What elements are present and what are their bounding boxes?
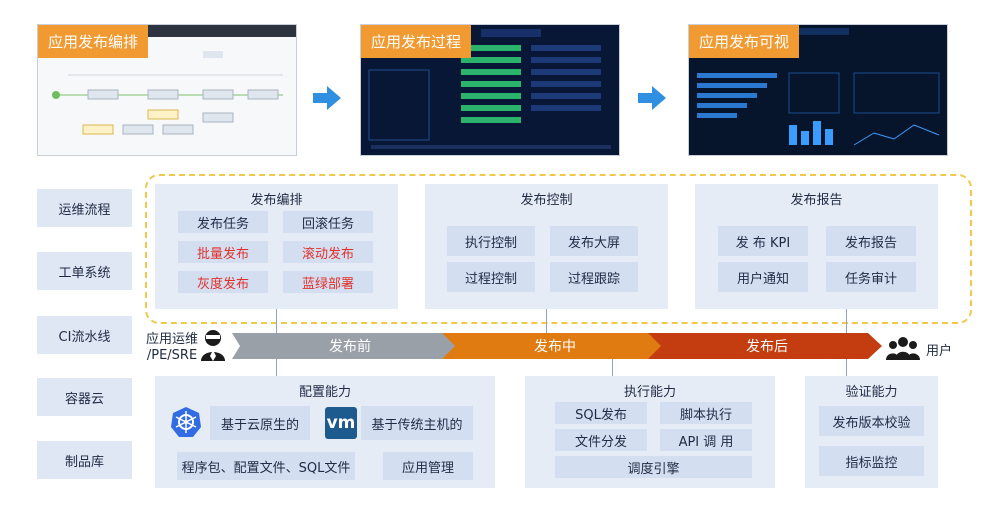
nav-ops-flow[interactable]: 运维流程: [37, 189, 132, 227]
user-label: 用户: [926, 344, 953, 359]
stage-before: 发布前: [329, 339, 371, 355]
thumbnail-title: 应用发布可视: [689, 25, 800, 58]
metric-monitor-box: 指标监控: [819, 446, 924, 476]
panel-config: 配置能力 基于云原生的 vm 基于传统主机的 程序包、配置文件、SQL文件 应用…: [155, 376, 495, 488]
execution-control-box: 执行控制: [447, 226, 535, 256]
task-audit-box: 任务审计: [826, 262, 916, 292]
app-management-box: 应用管理: [383, 452, 473, 480]
process-tracking-box: 过程跟踪: [550, 262, 638, 292]
package-config-sql-box: 程序包、配置文件、SQL文件: [177, 452, 355, 480]
actor-line-2: /PE/SRE: [146, 348, 198, 363]
stage-before-shape: [232, 333, 457, 359]
actor-label: 应用运维 /PE/SRE: [142, 332, 202, 364]
stage-after: 发布后: [746, 339, 788, 355]
script-exec-box: 脚本执行: [660, 402, 752, 424]
batch-release-box: 批量发布: [178, 241, 268, 263]
canary-release-box: 灰度发布: [178, 271, 268, 293]
thumbnail-title: 应用发布过程: [361, 25, 472, 58]
panel-title: 配置能力: [298, 385, 351, 400]
nav-ci-pipeline[interactable]: CI流水线: [37, 316, 132, 354]
connector-line: [276, 309, 277, 335]
panel-execution: 执行能力 SQL发布 脚本执行 文件分发 API 调 用 调度引擎: [525, 376, 775, 488]
scheduler-engine-box: 调度引擎: [555, 456, 752, 478]
panel-title: 发布编排: [250, 193, 303, 208]
engineer-icon: [198, 328, 228, 366]
connector-line: [846, 357, 847, 377]
version-check-box: 发布版本校验: [819, 406, 924, 436]
sql-release-box: SQL发布: [555, 402, 647, 424]
stage-after-shape: [648, 333, 882, 359]
connector-line: [276, 357, 277, 377]
panel-orchestration: 发布编排 发布任务 回滚任务 批量发布 滚动发布 灰度发布 蓝绿部署: [155, 184, 398, 309]
thumbnail-process: 应用发布过程: [360, 24, 620, 156]
process-control-box: 过程控制: [447, 262, 535, 292]
stage-during-shape: [442, 333, 663, 359]
release-report-box: 发布报告: [826, 226, 916, 256]
connector-line: [846, 309, 847, 335]
nav-container-cloud[interactable]: 容器云: [37, 378, 132, 416]
rolling-release-box: 滚动发布: [283, 241, 373, 263]
panel-title: 执行能力: [623, 385, 676, 400]
panel-control: 发布控制 执行控制 发布大屏 过程控制 过程跟踪: [425, 184, 668, 309]
orchestration-flow-screenshot: [38, 25, 296, 155]
stage-bar: [232, 333, 882, 359]
kubernetes-icon: [170, 406, 202, 442]
traditional-host-box: 基于传统主机的: [361, 406, 473, 440]
file-distribution-box: 文件分发: [555, 429, 647, 451]
cloud-native-box: 基于云原生的: [210, 406, 310, 440]
publish-task-box: 发布任务: [178, 211, 268, 233]
rollback-task-box: 回滚任务: [283, 211, 373, 233]
actor-line-1: 应用运维: [145, 332, 198, 347]
nav-artifact-repo[interactable]: 制品库: [37, 441, 132, 479]
thumbnail-visual: 应用发布可视: [688, 24, 948, 156]
users-icon: [886, 336, 920, 364]
connector-line: [546, 309, 547, 335]
connector-line: [612, 357, 613, 377]
blue-green-deploy-box: 蓝绿部署: [283, 271, 373, 293]
nav-ticket-system[interactable]: 工单系统: [37, 252, 132, 290]
api-call-box: API 调 用: [660, 429, 752, 451]
panel-title: 发布报告: [790, 193, 843, 208]
top-capability-frame: [145, 174, 972, 324]
panel-report: 发布报告 发 布 KPI 发布报告 用户通知 任务审计: [695, 184, 938, 309]
release-kpi-box: 发 布 KPI: [718, 226, 808, 256]
thumbnail-orchestration: 应用发布编排: [37, 24, 297, 156]
user-notification-box: 用户通知: [718, 262, 808, 292]
panel-verification: 验证能力 发布版本校验 指标监控: [805, 376, 938, 488]
thumbnail-title: 应用发布编排: [38, 25, 149, 58]
panel-title: 验证能力: [845, 385, 898, 400]
panel-title: 发布控制: [520, 193, 573, 208]
stage-during: 发布中: [534, 339, 576, 355]
vmware-logo: vm: [325, 407, 357, 439]
release-screen-box: 发布大屏: [550, 226, 638, 256]
visual-dashboard-screenshot: [689, 25, 947, 155]
